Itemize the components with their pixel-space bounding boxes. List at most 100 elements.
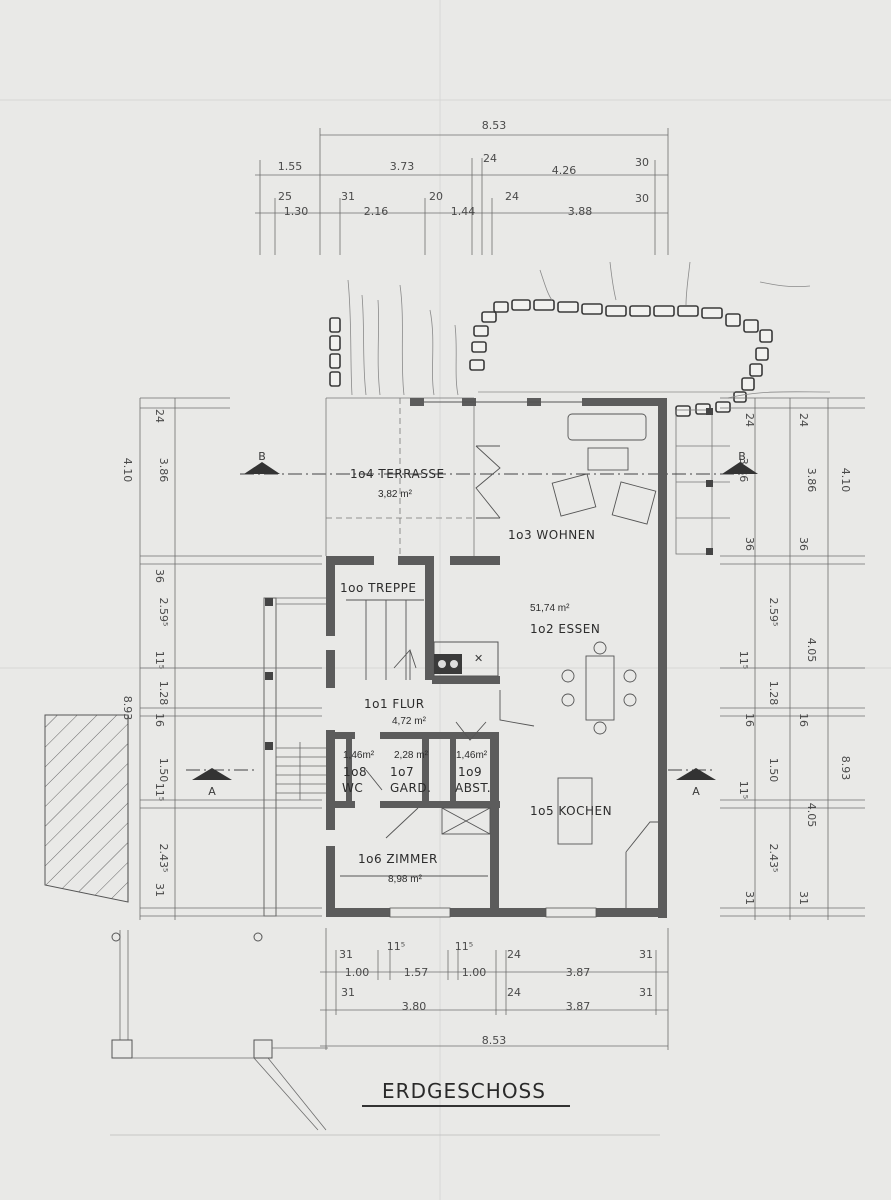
- dim-top-r2-7: 3.88: [568, 205, 593, 218]
- left-dimensions: 24 4.10 3.86 8.93 36 2.59⁵ 11⁵ 1.28 16 1…: [121, 397, 322, 920]
- dim-left-l8: 31: [153, 883, 166, 897]
- dim-right-l6: 16: [797, 713, 810, 727]
- dim-bottom-r2-3: 3.87: [566, 1000, 591, 1013]
- stove: ✕: [434, 652, 483, 674]
- dim-top-r1-1: 3.73: [390, 160, 415, 173]
- room-kochen-name: 1o5 KOCHEN: [530, 804, 612, 818]
- dim-top-r2-6: 24: [505, 190, 519, 203]
- dim-left-l0: 36: [153, 569, 166, 583]
- dim-right-l10: 4.05: [805, 803, 818, 828]
- section-b-left: B: [258, 450, 266, 463]
- section-a-right: A: [692, 785, 700, 798]
- dim-right-l8: 1.50: [767, 758, 780, 783]
- dim-left-l2: 11⁵: [153, 651, 166, 669]
- room-wc-area: 1,46m²: [343, 750, 375, 761]
- stone-border: [329, 299, 773, 417]
- dim-bottom-r1-7: 3.87: [566, 966, 591, 979]
- dim-right-top-0: 24: [743, 413, 756, 427]
- plan-title: ERDGESCHOSS: [382, 1079, 546, 1103]
- dim-bottom-r1-4: 11⁵: [455, 940, 473, 953]
- dim-left-top-1: 4.10: [121, 458, 134, 483]
- dim-bottom-r1-6: 24: [507, 948, 521, 961]
- interior-details: [340, 413, 658, 908]
- room-gard-area: 2,28 m²: [394, 750, 429, 761]
- dim-bottom-overall: 8.53: [482, 1034, 507, 1047]
- svg-text:✕: ✕: [474, 652, 483, 665]
- dim-left-l7: 2.43⁵: [157, 844, 170, 873]
- dim-bottom-r1-3: 1.57: [404, 966, 429, 979]
- room-zimmer-name: 1o6 ZIMMER: [358, 852, 438, 866]
- dim-right-l5: 16: [743, 713, 756, 727]
- dim-right-l12: 31: [743, 891, 756, 905]
- terrace: [325, 397, 475, 556]
- section-b-right: B: [738, 450, 746, 463]
- section-a-left: A: [208, 785, 216, 798]
- dim-right-l4: 1.28: [767, 681, 780, 706]
- dim-bottom-r1-5: 1.00: [462, 966, 487, 979]
- left-exterior: [44, 597, 328, 1131]
- room-essen-area: 51,74 m²: [530, 603, 570, 614]
- dim-top-r2-3: 2.16: [364, 205, 389, 218]
- dim-right-top-2: 24: [797, 413, 810, 427]
- room-flur-area: 4,72 m²: [392, 716, 427, 727]
- dim-right-l9: 11⁵: [737, 781, 750, 799]
- dim-right-l2: 2.59⁵: [767, 598, 780, 627]
- dim-top-r1-4: 30: [635, 156, 649, 169]
- dim-top-r2-5: 1.44: [451, 205, 476, 218]
- room-flur-name: 1o1 FLUR: [364, 697, 425, 711]
- dim-top-r1-3: 4.26: [552, 164, 577, 177]
- dim-right-l1: 36: [797, 537, 810, 551]
- dim-top-r2-0: 25: [278, 190, 292, 203]
- dim-bottom-r1-2: 11⁵: [387, 940, 405, 953]
- dim-bottom-r2-4: 31: [639, 986, 653, 999]
- dim-bottom-r1-1: 1.00: [345, 966, 370, 979]
- dim-right-overall: 8.93: [839, 756, 852, 781]
- dim-right-l3: 11⁵: [737, 651, 750, 669]
- room-abst-name: 1o9: [458, 765, 482, 779]
- dim-bottom-r2-2: 24: [507, 986, 521, 999]
- room-essen-name: 1o2 ESSEN: [530, 622, 600, 636]
- dim-left-top-0: 24: [153, 409, 166, 423]
- dim-left-l5: 1.50: [157, 758, 170, 783]
- right-dimensions: 24 3.86 24 3.86 4.10 36 36 2.59⁵ 11⁵ 1.2…: [675, 397, 865, 920]
- dim-top-r2-4: 20: [429, 190, 443, 203]
- room-wc-name2: WC: [342, 781, 363, 795]
- dim-top-r1-0: 1.55: [278, 160, 303, 173]
- bottom-dimensions: 31 1.00 11⁵ 1.57 11⁵ 1.00 24 3.87 31 31 …: [320, 928, 669, 1050]
- dim-right-l11: 2.43⁵: [767, 844, 780, 873]
- room-gard-name2: GARD.: [390, 781, 431, 795]
- room-labels: 1o4 TERRASSE 3,82 m² 1o3 WOHNEN 51,74 m²…: [340, 467, 612, 885]
- dim-left-l3: 1.28: [157, 681, 170, 706]
- dim-bottom-r2-1: 3.80: [402, 1000, 427, 1013]
- dim-top-r2-8: 30: [635, 192, 649, 205]
- room-terrasse-name: 1o4 TERRASSE: [350, 467, 445, 481]
- dim-left-l6: 11⁵: [153, 783, 166, 801]
- planting-strokes: [347, 261, 831, 399]
- dim-right-l0: 36: [743, 537, 756, 551]
- dim-top-overall: 8.53: [482, 119, 507, 132]
- room-wc-name: 1o8: [343, 765, 367, 779]
- drawing-title: ERDGESCHOSS: [110, 1079, 660, 1136]
- dim-bottom-r1-8: 31: [639, 948, 653, 961]
- room-abst-area: 1,46m²: [456, 750, 488, 761]
- section-markers: B B A A: [186, 450, 758, 798]
- dim-top-r2-1: 1.30: [284, 205, 309, 218]
- dim-top-r2-2: 31: [341, 190, 355, 203]
- dim-left-l4: 16: [153, 713, 166, 727]
- room-gard-name: 1o7: [390, 765, 414, 779]
- top-dimensions: 8.53 1.55 3.73 24 4.26 30 25 1.30 31 2.1…: [255, 119, 669, 255]
- room-zimmer-area: 8,98 m²: [388, 874, 423, 885]
- dim-bottom-r1-0: 31: [339, 948, 353, 961]
- dim-right-l13: 31: [797, 891, 810, 905]
- dim-left-top-2: 3.86: [157, 458, 170, 483]
- dim-top-r1-2: 24: [483, 152, 497, 165]
- dim-right-top-3: 3.86: [805, 468, 818, 493]
- dim-right-l7: 4.05: [805, 638, 818, 663]
- dim-bottom-r2-0: 31: [341, 986, 355, 999]
- room-terrasse-area: 3,82 m²: [378, 489, 413, 500]
- dim-left-l1: 2.59⁵: [157, 598, 170, 627]
- room-wohnen-name: 1o3 WOHNEN: [508, 528, 595, 542]
- dim-left-overall: 8.93: [121, 696, 134, 721]
